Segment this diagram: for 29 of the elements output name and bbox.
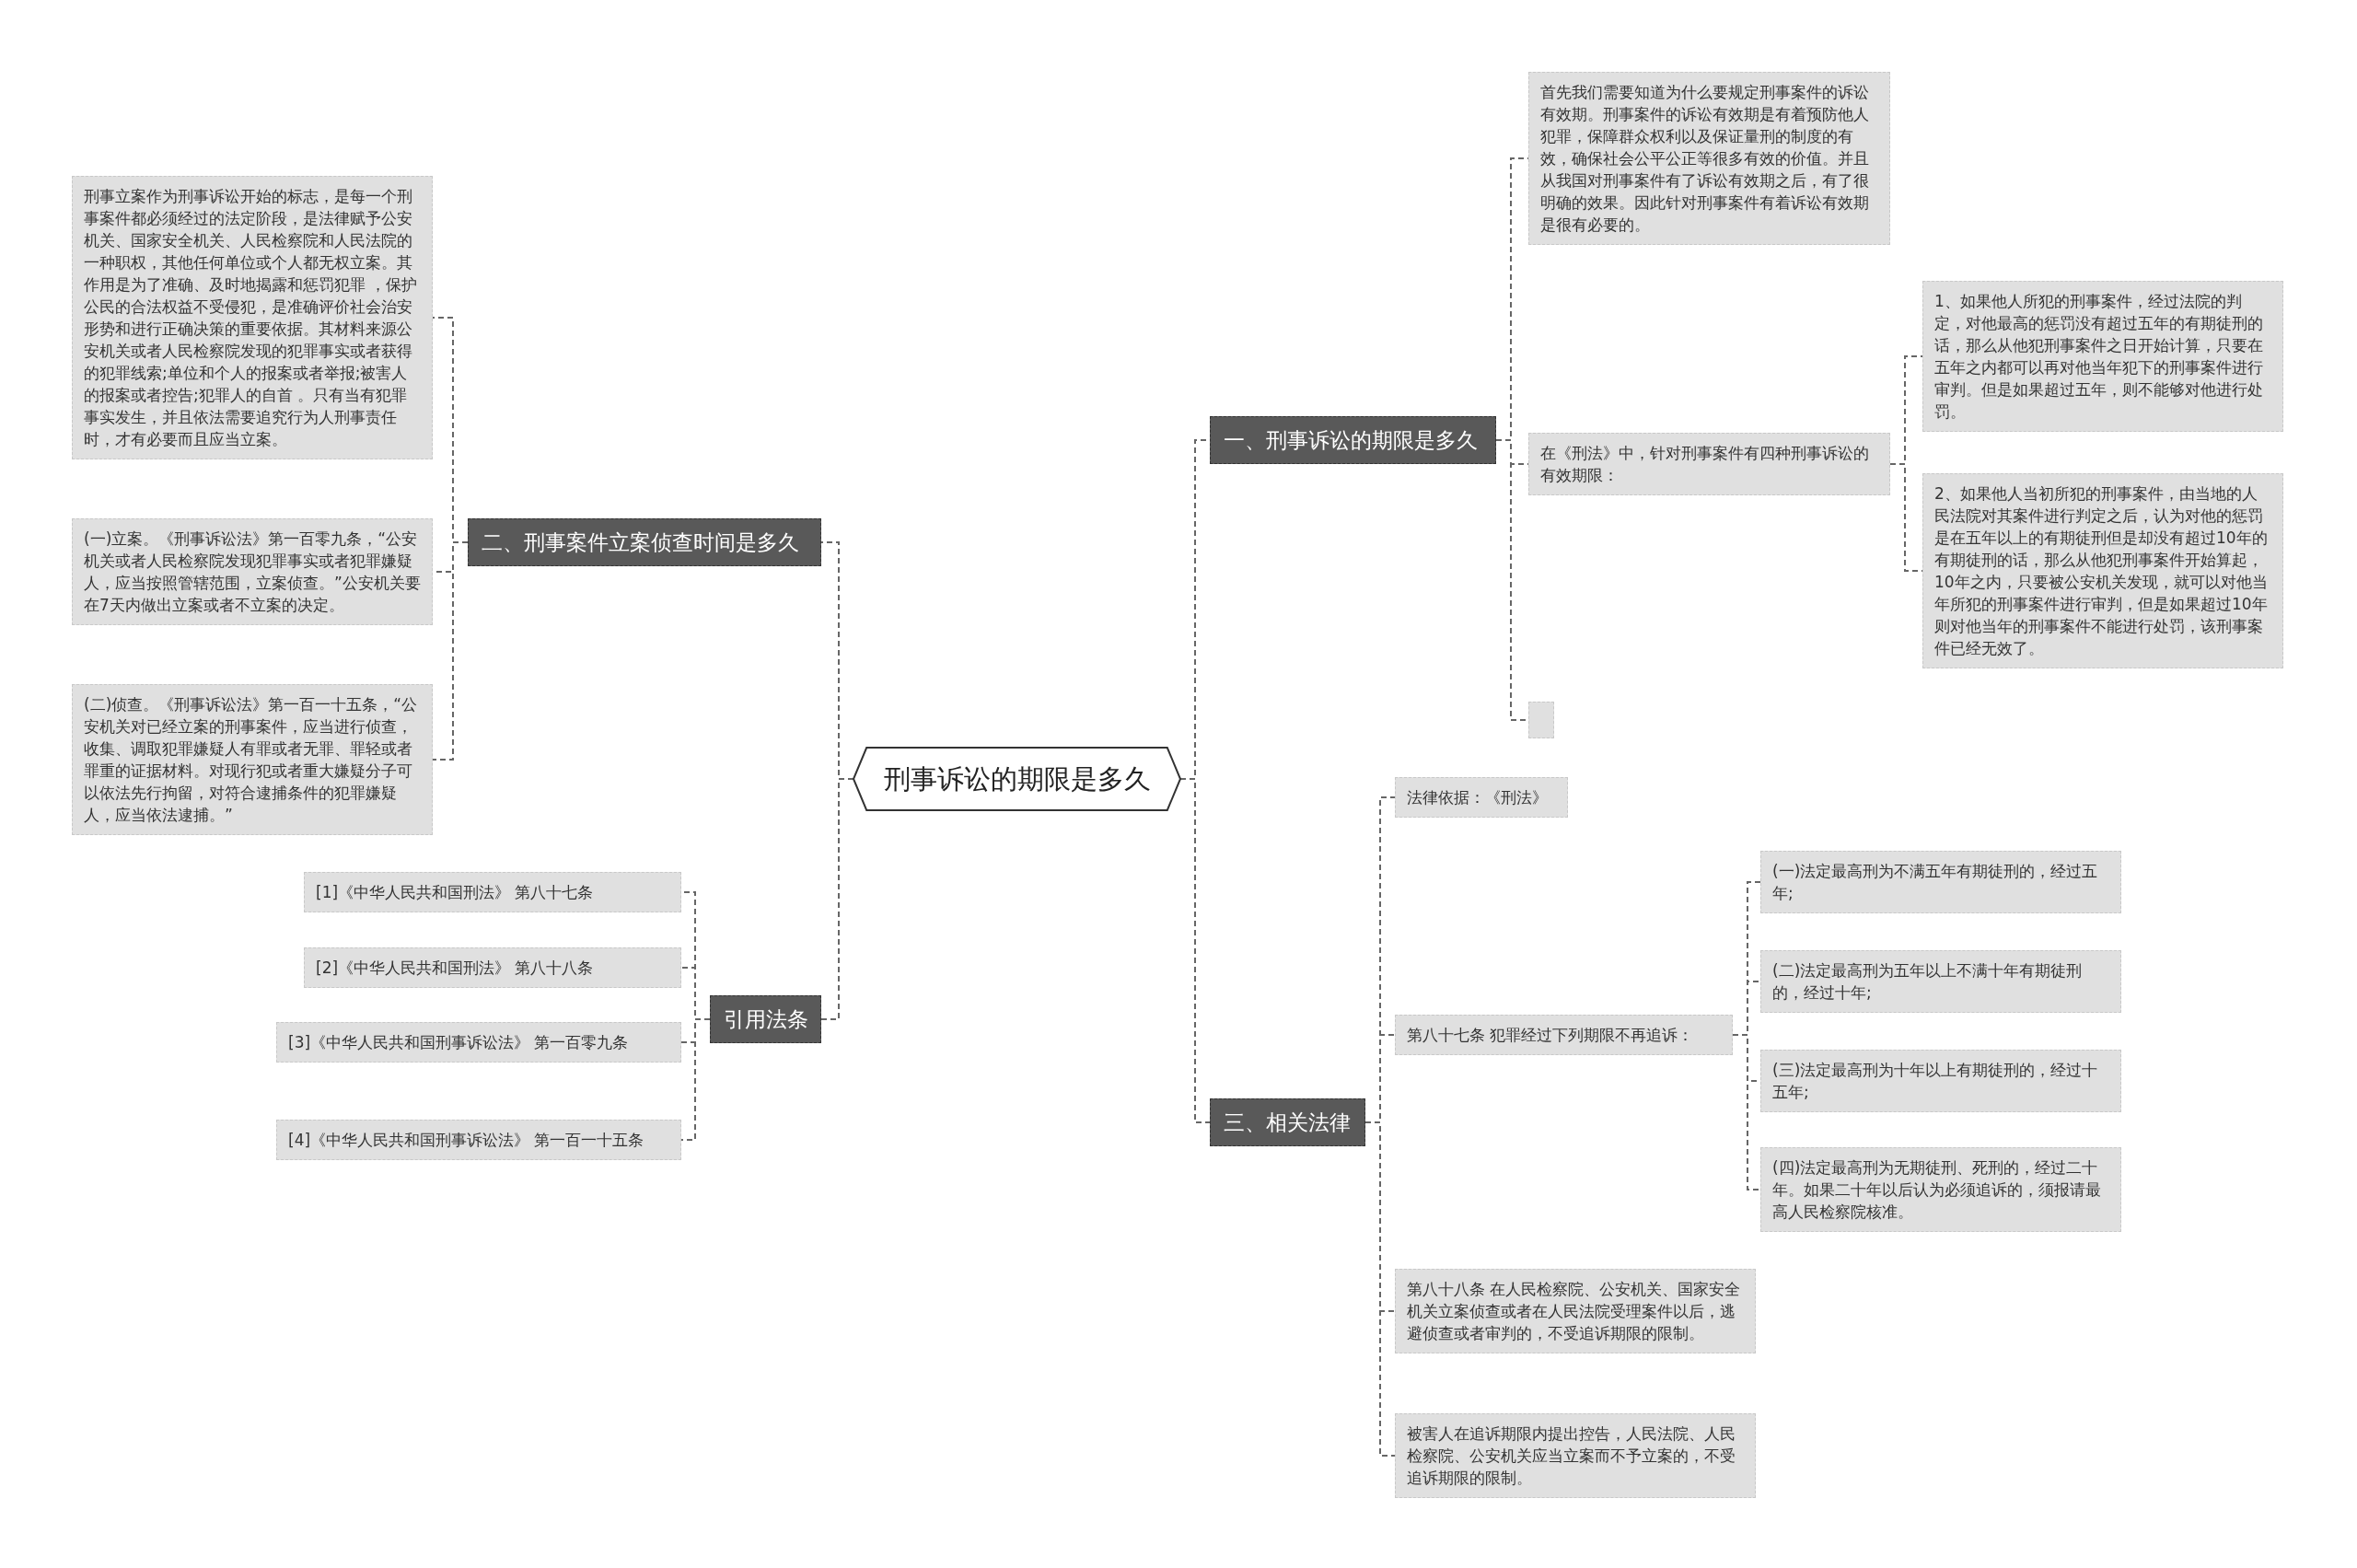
branch-topic: 一、刑事诉讼的期限是多久: [1210, 416, 1496, 464]
text-card: 第八十七条 犯罪经过下列期限不再追诉：: [1395, 1015, 1733, 1055]
connector-line: [432, 541, 469, 761]
connector-line: [820, 778, 854, 1020]
text-card: [3]《中华人民共和国刑事诉讼法》 第一百零九条: [276, 1022, 681, 1063]
text-card: (二)法定最高刑为五年以上不满十年有期徒刑的，经过十年;: [1760, 950, 2121, 1013]
empty-box: [1528, 702, 1554, 738]
branch-topic: 三、相关法律: [1210, 1098, 1365, 1146]
text-card: 在《刑法》中，针对刑事案件有四种刑事诉讼的有效期限：: [1528, 433, 1890, 495]
branch-topic: 二、刑事案件立案侦查时间是多久: [468, 518, 821, 566]
text-card: (二)侦查。《刑事诉讼法》第一百一十五条，“公安机关对已经立案的刑事案件，应当进行侦查，收集、调取犯罪嫌疑人有罪或者无罪、罪轻或者罪重的证据材料。对现行犯或者重大嫌疑分子可以依法先行拘留，对符合逮捕条件的犯罪嫌疑人，应当依法逮捕。”: [72, 684, 433, 835]
connector-line: [680, 1018, 711, 1141]
connector-line: [1732, 1034, 1761, 1191]
branch-topic: 引用法条: [710, 995, 821, 1043]
text-card: 首先我们需要知道为什么要规定刑事案件的诉讼有效期。刑事案件的诉讼有效期是有着预防他人犯罪，保障群众权利以及保证量刑的制度的有效，确保社会公平公正等很多有效的价值。并且从我国对刑事案件有了诉讼有效期之后，有了很明确的效果。因此针对刑事案件有着诉讼有效期是很有必要的。: [1528, 72, 1890, 245]
text-card: [4]《中华人民共和国刑事诉讼法》 第一百一十五条: [276, 1120, 681, 1160]
text-card: 被害人在追诉期限内提出控告，人民法院、人民检察院、公安机关应当立案而不予立案的，不受追诉期限的限制。: [1395, 1413, 1756, 1498]
text-card: 1、如果他人所犯的刑事案件，经过法院的判定，对他最高的惩罚没有超过五年的有期徒刑的话，那么从他犯刑事案件之日开始计算，只要在五年之内都可以再对他当年犯下的刑事案件进行审判。但是如果超过五年，则不能够对他进行处罚。: [1922, 281, 2283, 432]
central-topic: 刑事诉讼的期限是多久: [853, 748, 1180, 810]
text-card: 2、如果他人当初所犯的刑事案件，由当地的人民法院对其案件进行判定之后，认为对他的惩罚是在五年以上的有期徒刑但是却没有超过10年的有期徒刑的话，那么从他犯刑事案件开始算起，10年之内，只要被公安机关发现，就可以对他当年所犯的刑事案件进行审判，但是如果超过10年则对他当年的刑事案件不能进行处罚，该刑事案件已经无效了。: [1922, 473, 2283, 668]
text-card: 法律依据：《刑法》: [1395, 777, 1568, 818]
text-card: 刑事立案作为刑事诉讼开始的标志，是每一个刑事案件都必须经过的法定阶段，是法律赋予公安机关、国家安全机关、人民检察院和人民法院的一种职权，其他任何单位或个人都无权立案。其作用是为了准确、及时地揭露和惩罚犯罪 ，保护公民的合法权益不受侵犯，是准确评价社会治安形势和进行正确决策的重要依据。其材料来源公安机关或者人民检察院发现的犯罪事实或者获得的犯罪线索;单位和个人的报案或者举报;被害人的报案或者控告;犯罪人的自首 。只有当有犯罪事实发生，并且依法需要追究行为人刑事责任时，才有必要而且应当立案。: [72, 176, 433, 459]
text-card: [1]《中华人民共和国刑法》 第八十七条: [304, 872, 681, 912]
text-card: [2]《中华人民共和国刑法》 第八十八条: [304, 947, 681, 988]
text-card: (三)法定最高刑为十年以上有期徒刑的，经过十五年;: [1760, 1050, 2121, 1112]
text-card: (一)立案。《刑事诉讼法》第一百零九条，“公安机关或者人民检察院发现犯罪事实或者犯罪嫌疑人，应当按照管辖范围，立案侦查。”公安机关要在7天内做出立案或者不立案的决定。: [72, 518, 433, 625]
text-card: 第八十八条 在人民检察院、公安机关、国家安全机关立案侦查或者在人民法院受理案件以后，逃避侦查或者审判的，不受追诉期限的限制。: [1395, 1269, 1756, 1353]
text-card: (四)法定最高刑为无期徒刑、死刑的，经过二十年。如果二十年以后认为必须追诉的，须报请最高人民检察院核准。: [1760, 1147, 2121, 1232]
text-card: (一)法定最高刑为不满五年有期徒刑的，经过五年;: [1760, 851, 2121, 913]
